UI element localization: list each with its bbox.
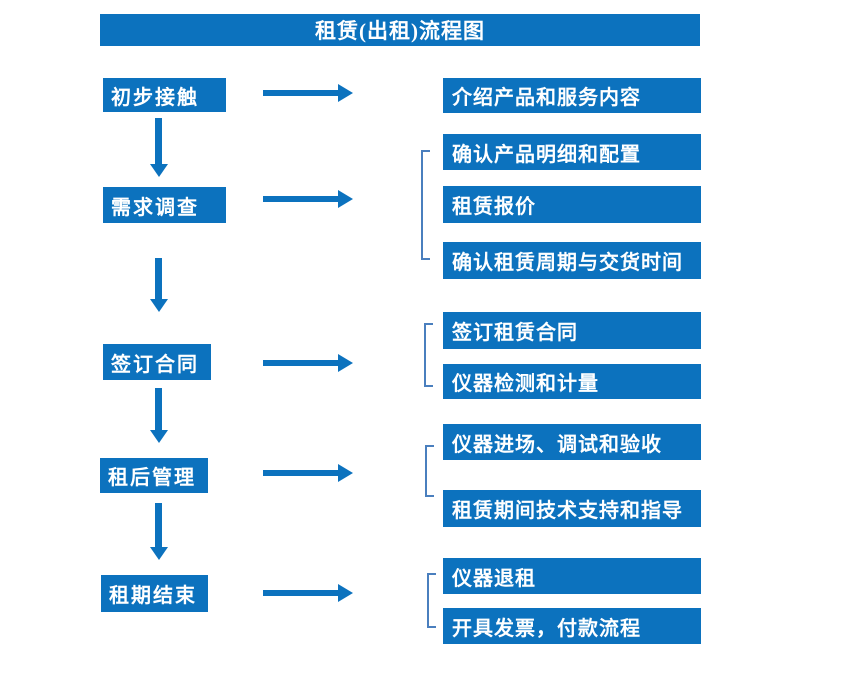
detail-box-sign-rental-contract: 签订租赁合同 (443, 312, 701, 349)
step-box-demand-survey: 需求调查 (103, 187, 226, 223)
step-box-sign-contract: 签订合同 (103, 344, 211, 380)
arrow-right-icon-3 (263, 354, 353, 372)
bracket-rental-end-group (427, 573, 436, 628)
arrow-right-icon-2 (263, 190, 353, 208)
step-box-post-rental-management: 租后管理 (100, 458, 208, 493)
detail-box-instrument-testing: 仪器检测和计量 (443, 364, 701, 399)
detail-box-tech-support: 租赁期间技术支持和指导 (443, 490, 701, 527)
detail-box-confirm-period-delivery: 确认租赁周期与交货时间 (443, 242, 701, 279)
arrow-right-icon-4 (263, 464, 353, 482)
detail-box-introduce-products: 介绍产品和服务内容 (443, 78, 701, 113)
detail-box-confirm-product-config: 确认产品明细和配置 (443, 134, 701, 170)
arrow-down-icon-2 (150, 258, 168, 312)
arrow-down-icon-3 (150, 388, 168, 443)
step-box-initial-contact: 初步接触 (103, 78, 226, 112)
detail-box-instrument-return: 仪器退租 (443, 558, 701, 594)
arrow-down-icon-4 (150, 503, 168, 560)
bracket-sign-contract-group (424, 323, 433, 387)
detail-box-invoice-payment: 开具发票，付款流程 (443, 608, 701, 644)
detail-box-rental-quote: 租赁报价 (443, 186, 701, 223)
detail-box-instrument-setup-acceptance: 仪器进场、调试和验收 (443, 424, 701, 460)
arrow-down-icon-1 (150, 118, 168, 177)
arrow-right-icon-5 (263, 584, 353, 602)
bracket-demand-survey-group (421, 150, 430, 260)
flowchart-title: 租赁(出租)流程图 (100, 14, 700, 46)
arrow-right-icon-1 (263, 84, 353, 102)
step-box-rental-end: 租期结束 (101, 575, 208, 612)
bracket-post-rental-group (425, 445, 434, 497)
